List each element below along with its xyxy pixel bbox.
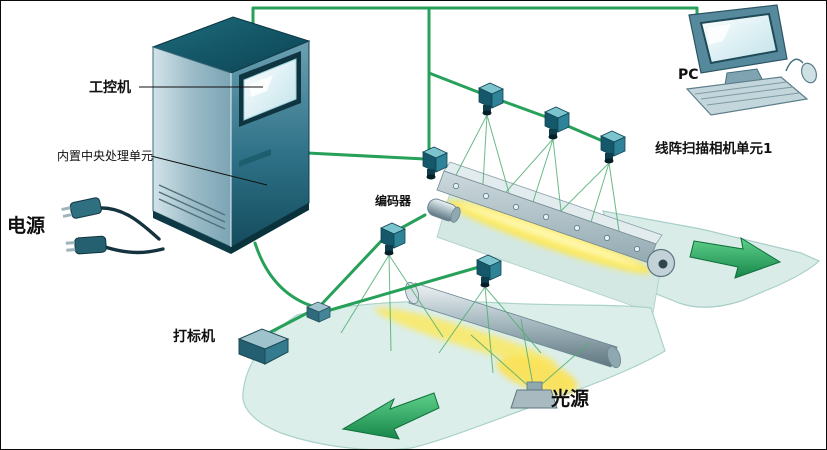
cable-top-run — [251, 6, 699, 25]
beam-end-hole — [658, 259, 668, 269]
power-plug-2 — [65, 235, 107, 255]
marking-machine — [237, 328, 290, 365]
label-cpu: 内置中央处理单元 — [57, 148, 153, 163]
cable-camera-chain — [427, 71, 607, 144]
power-cable-2 — [103, 245, 165, 255]
tower-base-left — [153, 211, 231, 254]
pc-mouse-cable — [785, 58, 804, 72]
flow-arrow-bottom — [341, 392, 440, 440]
leader-cpu — [150, 155, 268, 186]
pc-keyboard — [685, 76, 809, 116]
camera-top-1 — [478, 82, 504, 116]
junction-box — [305, 301, 332, 323]
scan-beam — [436, 161, 676, 278]
label-pc: PC — [678, 67, 699, 83]
tower-base-right — [231, 203, 309, 254]
label-power: 电源 — [7, 214, 45, 237]
tower-screen — [243, 58, 297, 121]
power-cable-1 — [97, 206, 161, 241]
cable-tower-to-junction — [253, 241, 317, 309]
pc-workstation — [685, 4, 818, 116]
label-marking-machine: 打标机 — [173, 328, 215, 345]
label-encoder: 编码器 — [374, 193, 412, 208]
light-glows — [375, 200, 652, 394]
label-light-source: 光源 — [550, 387, 589, 410]
signal-cables — [251, 6, 699, 339]
labels: 电源 工控机 内置中央处理单元 PC 线阵扫描相机单元1 编码器 打标机 光源 — [7, 67, 772, 410]
flow-arrow-right — [689, 236, 782, 279]
label-industrial-computer: 工控机 — [89, 79, 131, 96]
beam-glow-core — [458, 203, 640, 267]
tower-screen-glare — [249, 75, 273, 97]
camera-beam-left — [422, 146, 448, 180]
pc-keyboard-keys — [694, 81, 800, 106]
power-cables — [97, 206, 165, 255]
light-source-glow — [496, 356, 578, 394]
scan-fan-lines — [340, 114, 620, 392]
power-plugs — [61, 197, 107, 255]
tower-vents — [158, 184, 226, 230]
light-source-stand — [510, 381, 558, 409]
cable-junction-to-midcam — [325, 265, 481, 313]
lower-web-glow — [375, 307, 557, 367]
industrial-computer-tower — [151, 16, 311, 254]
power-plug-1 — [61, 197, 102, 219]
pc-monitor-glare — [707, 24, 731, 45]
camera-top-3 — [600, 130, 626, 164]
label-line-scan-camera-unit: 线阵扫描相机单元1 — [655, 140, 772, 157]
encoder-cylinder — [427, 198, 461, 223]
roller-cap-right — [607, 345, 621, 369]
tower-drive-slot — [239, 149, 271, 167]
camera-lower-2 — [476, 254, 502, 288]
camera-lower-1 — [380, 222, 406, 256]
pc-mouse — [800, 62, 818, 84]
camera-top-2 — [544, 106, 570, 140]
leader-lines — [139, 86, 268, 186]
flow-arrows — [341, 236, 782, 440]
cable-tower-to-beam — [305, 151, 427, 161]
beam-lamps — [453, 183, 640, 252]
